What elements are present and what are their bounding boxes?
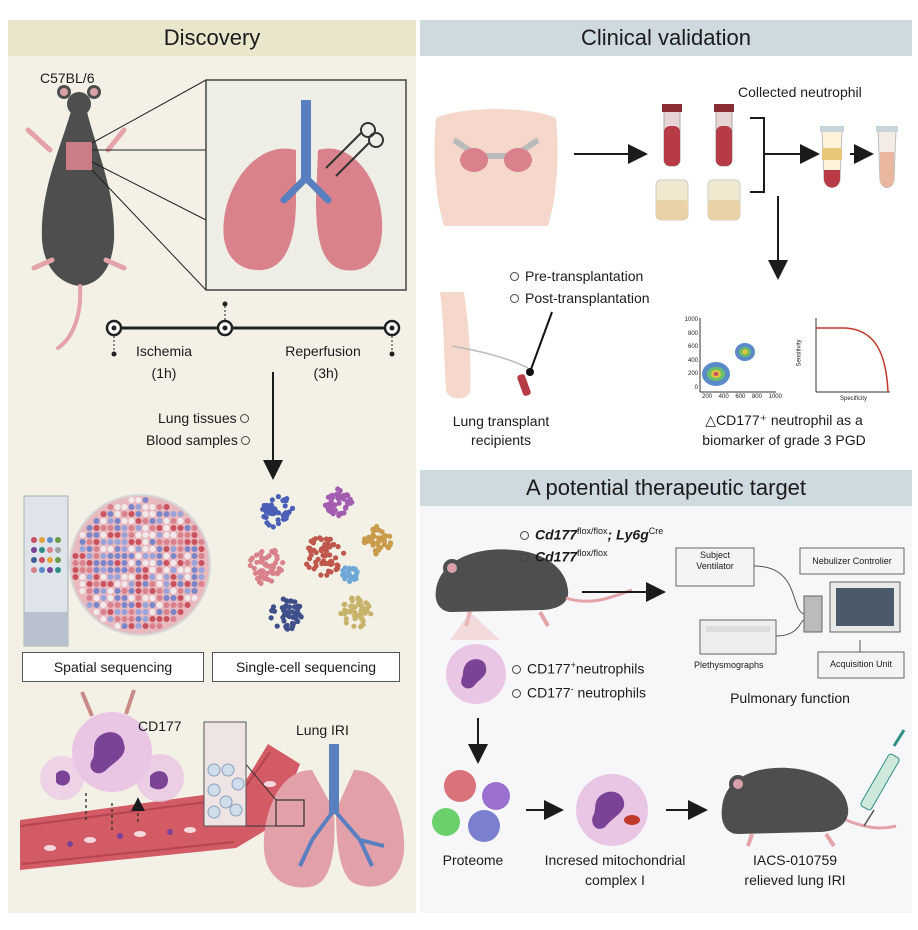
spatial-sequencing-label: Spatial sequencing [22,652,204,682]
roc-curve-plot [815,318,890,393]
clinical-panel [420,20,912,465]
ischemia-time: (1h) [151,365,177,381]
ischemia-reperfusion-timeline [105,301,401,357]
proteome-label: Proteome [442,852,504,868]
spatial-tissue-map [69,494,211,636]
patient-torso-icon [434,109,558,226]
lung-iri-icon [203,721,405,888]
clamp-icon [325,122,384,177]
flow-cytometry-plot [699,318,776,393]
cd177-neutrophil-icon [40,689,184,830]
reperfusion-label: Reperfusion [285,343,361,359]
mouse-top-view-icon [25,85,127,350]
collected-neutrophil-label: Collected neutrophil [738,84,862,100]
pulmonary-function-label: Pulmonary function [730,690,850,706]
therapeutic-header: A potential therapeutic target [420,470,912,506]
biomarker-line1: △CD177⁺ neutrophil as a [705,412,863,428]
iacs-line1: IACS-010759 [752,852,838,868]
mouse-side-view-icon [435,549,633,640]
treated-mouse-icon [721,767,897,848]
arm-blood-draw-icon [440,292,553,399]
mitochondria-neutrophil-icon [576,774,648,846]
genotype-knockout: Cd177flox/flox; Ly6gCre [520,526,663,543]
sample-lung-tissues: Lung tissues [158,410,249,426]
blood-tube-icon [655,104,741,221]
iacs-line2: relieved lung IRI [744,872,846,888]
neutrophil-tube-icon [876,126,898,188]
proteome-blobs-icon [432,770,510,842]
discovery-header: Discovery [8,20,416,56]
acquisition-label: Acquisition Unit [829,659,893,669]
spatial-slide-icon [23,495,69,647]
ventilator-label: Subject Ventilator [696,550,734,571]
clinical-header: Clinical validation [420,20,912,56]
cd177-positive-label: CD177+neutrophils [512,660,644,677]
neutrophil-icon [446,644,506,704]
singlecell-sequencing-label: Single-cell sequencing [212,652,400,682]
mito-line2: complex I [585,872,645,888]
strain-label: C57BL/6 [40,70,95,86]
timepoint-pre: Pre-transplantation [510,268,643,284]
recipients-label: Lung transplant recipients [452,413,550,448]
sample-blood: Blood samples [146,432,250,448]
single-cell-umap [247,486,394,632]
reperfusion-time: (3h) [313,365,339,381]
lung-icon [223,100,383,271]
lung-iri-label: Lung IRI [296,722,349,738]
centrifuge-tube-icon [820,126,844,188]
zoom-lines [91,79,207,291]
cd177-negative-label: CD177- neutrophils [512,684,646,701]
genotype-control: Cd177flox/flox [520,548,608,565]
roc-ylabel: Sensitivity [796,339,803,367]
roc-xlabel: Specificity [840,396,868,402]
mito-line1: Incresed mitochondrial [544,852,686,868]
plethysmographs-label: Plethysmographs [694,660,764,670]
syringe-icon [860,729,906,827]
timepoint-post: Post-transplantation [510,290,650,306]
ischemia-label: Ischemia [135,343,193,359]
pulmonary-function-equipment [675,547,905,679]
biomarker-line2: biomarker of grade 3 PGD [702,432,866,448]
nebulizer-label: Nebulizer Controlier [812,556,892,566]
cd177-label: CD177 [138,718,182,734]
